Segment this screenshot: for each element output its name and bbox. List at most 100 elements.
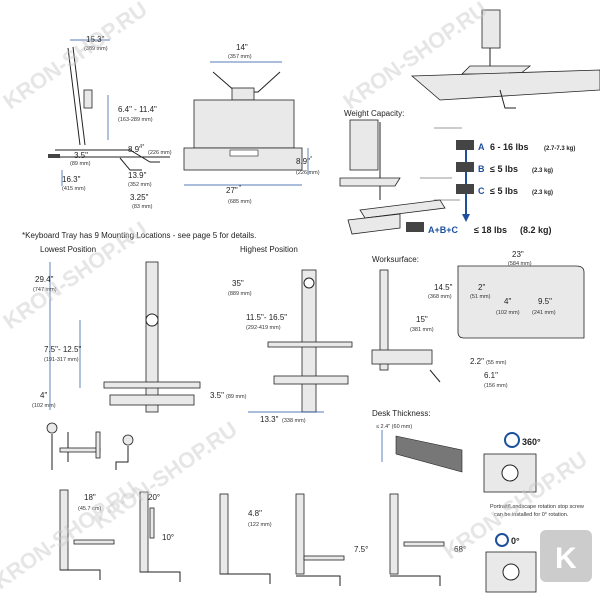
svg-text:20°: 20° <box>148 493 160 502</box>
rotation-note-1: Portrait/Landscape rotation stop screw <box>490 504 584 510</box>
tilt-row: 18" (45.7 cm) 20° 10° 4.8" (122 mm) 7.5°… <box>59 489 466 586</box>
monitor-mount <box>83 89 93 109</box>
rotation: 360° Portrait/Landscape rotation stop sc… <box>483 432 584 593</box>
width-mm: (389 mm) <box>84 46 108 52</box>
keyboard-tray-note: *Keyboard Tray has 9 Mounting Locations … <box>22 231 256 240</box>
svg-text:(747 mm): (747 mm) <box>33 287 57 293</box>
rotate-0-icon <box>495 533 509 547</box>
svg-text:*: * <box>310 156 313 162</box>
worksurface-top-view <box>457 265 585 339</box>
weight-a: A 6 - 16 lbs (2.7-7.3 kg) <box>456 140 575 152</box>
svg-text:C: C <box>478 186 485 196</box>
svg-text:4.8": 4.8" <box>248 509 262 518</box>
top-side-view: 15.3" (389 mm) 6.4" - 11.4" (163-289 mm)… <box>48 35 172 210</box>
svg-text:B: B <box>478 164 485 174</box>
depth1-mm: (89 mm) <box>70 161 91 167</box>
weight-title: Weight Capacity: <box>344 109 404 118</box>
weight-c: C ≤ 5 lbs (2.3 kg) <box>456 184 553 196</box>
highest-position: Highest Position 35" (889 mm) 11.5"- 16.… <box>210 245 353 424</box>
svg-text:(2.7-7.3 kg): (2.7-7.3 kg) <box>544 146 575 152</box>
highest-title: Highest Position <box>240 245 298 254</box>
tray-c <box>359 199 446 219</box>
svg-text:(2.3 kg): (2.3 kg) <box>532 190 553 196</box>
svg-text:(584 mm): (584 mm) <box>508 261 532 267</box>
weight-capacity: Weight Capacity: A 6 - 16 lbs (2.7-7.3 k… <box>339 109 575 235</box>
column-highest <box>301 269 317 413</box>
clamp-side <box>119 157 142 171</box>
svg-text:15": 15" <box>416 315 428 324</box>
monitor-side-outline <box>67 47 81 146</box>
highest-h: 35" <box>232 279 244 288</box>
tilt-5: 68° <box>389 493 466 586</box>
svg-text:(102 mm): (102 mm) <box>496 310 520 316</box>
column-lowest <box>145 261 159 413</box>
svg-text:(338 mm): (338 mm) <box>282 418 306 424</box>
lowest-range: 7.5"- 12.5" <box>44 345 81 354</box>
desk-thickness: Desk Thickness: ≤ 2.4" (60 mm) <box>372 409 463 473</box>
svg-text:(368 mm): (368 mm) <box>428 294 452 300</box>
weight-b: B ≤ 5 lbs (2.3 kg) <box>456 162 553 174</box>
tilt-1: 18" (45.7 cm) <box>59 489 115 580</box>
svg-text:(156 mm): (156 mm) <box>484 383 508 389</box>
svg-text:(102 mm): (102 mm) <box>32 403 56 409</box>
svg-text:(292-419 mm): (292-419 mm) <box>246 325 281 331</box>
svg-text:≤ 18 lbs: ≤ 18 lbs <box>474 225 507 235</box>
monitor-a <box>349 119 379 171</box>
svg-text:4": 4" <box>504 297 511 306</box>
tilt-2: 20° 10° <box>139 491 181 582</box>
watermark-1: KRON-SHOP.RU <box>0 0 152 114</box>
svg-text:(2.3 kg): (2.3 kg) <box>532 168 553 174</box>
height-label: 6.4" - 11.4" <box>118 105 157 114</box>
svg-text:(8.2 kg): (8.2 kg) <box>520 225 552 235</box>
svg-text:(51 mm): (51 mm) <box>470 294 491 300</box>
user-figures <box>46 422 134 470</box>
front-total-label: 27" <box>226 186 238 195</box>
svg-text:≤ 5 lbs: ≤ 5 lbs <box>490 164 518 174</box>
svg-text:360°: 360° <box>522 437 541 447</box>
top-right-perspective <box>410 9 600 109</box>
highest-range: 11.5"- 16.5" <box>246 313 287 322</box>
svg-text:9.5": 9.5" <box>538 297 552 306</box>
svg-text:18": 18" <box>84 493 96 502</box>
keyboard-tray-front <box>183 147 303 171</box>
svg-text:(685 mm): (685 mm) <box>228 199 252 205</box>
desk-perspective <box>410 69 600 101</box>
top-front-view: 14" (357 mm) 27" * (685 mm) 8.9" * (226 … <box>183 43 320 205</box>
svg-text:≤ 5 lbs: ≤ 5 lbs <box>490 186 518 196</box>
svg-text:10°: 10° <box>162 533 174 542</box>
tilt-4: 7.5° <box>295 493 368 586</box>
svg-text:6.1": 6.1" <box>484 371 498 380</box>
height-mm: (163-289 mm) <box>118 117 153 123</box>
highest-depth: 13.3" <box>260 415 279 424</box>
svg-text:68°: 68° <box>454 545 466 554</box>
svg-text:(241 mm): (241 mm) <box>532 310 556 316</box>
svg-text:(415 mm): (415 mm) <box>62 186 86 192</box>
svg-text:(226 mm): (226 mm) <box>148 150 172 156</box>
watermark-6: KRON-SHOP.RU <box>0 476 142 594</box>
base-label: 16.3" <box>62 175 81 184</box>
tilt-3: 4.8" (122 mm) <box>219 493 272 584</box>
svg-text:(357 mm): (357 mm) <box>228 54 252 60</box>
svg-text:(122 mm): (122 mm) <box>248 522 272 528</box>
highest-base: 3.5" <box>210 391 224 400</box>
desk-title: Desk Thickness: <box>372 409 431 418</box>
worksurface: Worksurface: 23" (584 mm) 14.5" (368 mm)… <box>371 250 585 389</box>
weight-total: A+B+C ≤ 18 lbs (8.2 kg) <box>406 222 552 235</box>
clamp-label: 3.25" <box>130 193 149 202</box>
worksurface-title: Worksurface: <box>372 255 419 264</box>
depth1-label: 3.5" <box>74 151 88 160</box>
svg-text:14.5": 14.5" <box>434 283 453 292</box>
svg-text:2.2": 2.2" <box>470 357 484 366</box>
svg-text:(226 mm): (226 mm) <box>296 170 320 176</box>
desk-value: ≤ 2.4" (60 mm) <box>376 424 412 430</box>
svg-text:(83 mm): (83 mm) <box>132 204 153 210</box>
svg-text:(191-317 mm): (191-317 mm) <box>44 357 79 363</box>
rotation-note-2: can be installed for 0° rotation. <box>494 512 569 518</box>
front-width-label: 14" <box>236 43 248 52</box>
svg-text:6 - 16 lbs: 6 - 16 lbs <box>490 142 529 152</box>
front-height-label: 8.9" <box>296 157 310 166</box>
depth2-label: 8.9" <box>128 145 142 154</box>
svg-text:K: K <box>555 542 577 575</box>
svg-text:(55 mm): (55 mm) <box>486 360 507 366</box>
